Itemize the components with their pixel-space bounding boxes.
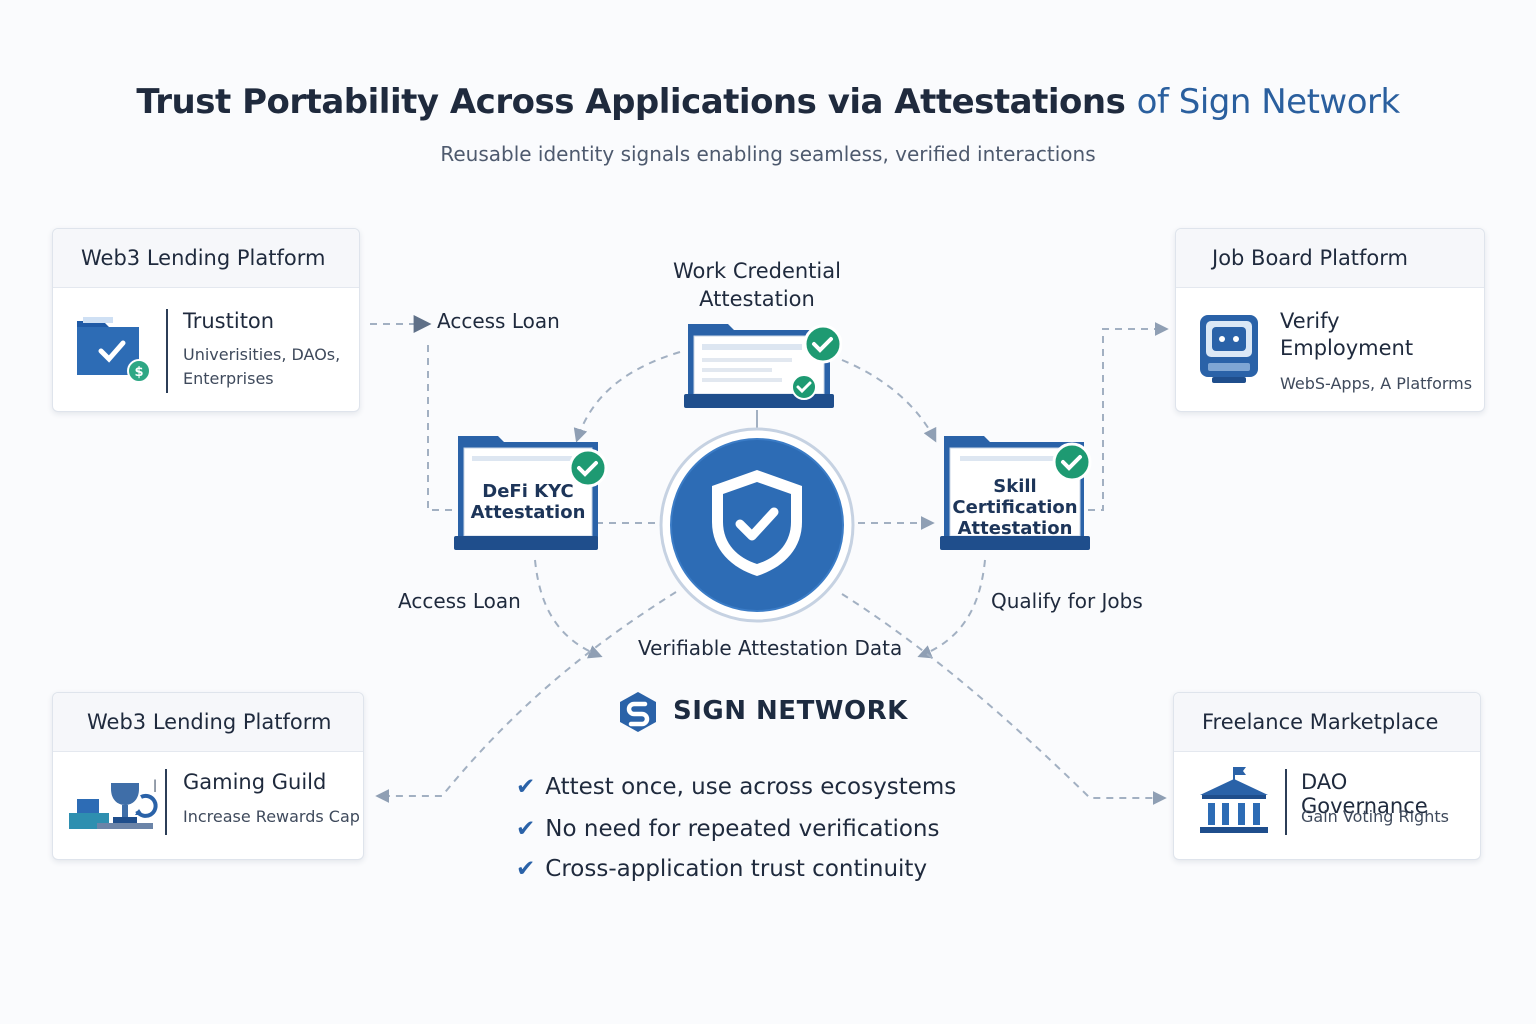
card-subtitle: Gain Voting Rights	[1301, 807, 1449, 826]
folder-check-icon: $	[75, 313, 151, 383]
card-title: Gaming Guild	[183, 770, 327, 794]
verifiable-attestation-data-label: Verifiable Attestation Data	[638, 636, 903, 660]
check-icon: ✔	[516, 774, 536, 800]
defi-kyc-label-line2: Attestation	[470, 502, 586, 523]
access-loan-label-top: Access Loan	[437, 309, 560, 333]
benefit-item: ✔ No need for repeated verifications	[516, 816, 940, 842]
work-credential-label: Work Credential Attestation	[640, 257, 874, 313]
skill-label-line2: Certification	[952, 497, 1078, 518]
card-header: Web3 Lending Platform	[53, 229, 359, 288]
check-icon: ✔	[516, 856, 536, 882]
work-credential-document-icon[interactable]	[682, 320, 843, 412]
card-title-line2: Employment	[1280, 336, 1414, 360]
card-subtitle-line2: Enterprises	[183, 369, 274, 388]
defi-kyc-document-icon[interactable]	[454, 434, 610, 554]
card-freelance-marketplace[interactable]: Freelance Marketplace DAO Governance Gai…	[1173, 692, 1481, 860]
card-subtitle-line1: Univerisities, DAOs,	[183, 345, 341, 364]
card-job-board[interactable]: Job Board Platform Verify Employment Web…	[1175, 228, 1485, 412]
defi-kyc-label-line1: DeFi KYC	[482, 481, 574, 502]
card-header: Web3 Lending Platform	[53, 693, 363, 752]
card-divider	[165, 769, 167, 835]
defi-kyc-label: DeFi KYC Attestation	[466, 481, 590, 523]
card-header: Job Board Platform	[1176, 229, 1484, 288]
card-web3-lending-bottom[interactable]: Web3 Lending Platform | Gaming Guild Inc…	[52, 692, 364, 860]
skill-certification-document-icon[interactable]	[938, 434, 1094, 554]
svg-text:$: $	[134, 365, 143, 380]
qualify-for-jobs-label: Qualify for Jobs	[991, 589, 1143, 613]
card-title-line1: Verify	[1280, 309, 1340, 333]
page-subtitle: Reusable identity signals enabling seaml…	[440, 142, 1096, 166]
card-subtitle: Increase Rewards Cap	[183, 807, 360, 826]
title-accent: of Sign Network	[1136, 82, 1401, 122]
benefit-text: Cross-application trust continuity	[545, 856, 928, 882]
sign-network-logo-icon	[618, 690, 658, 734]
access-loan-label-bottom: Access Loan	[398, 589, 521, 613]
benefit-text: , use across ecosystems	[676, 774, 957, 800]
skill-certification-label: Skill Certification Attestation	[948, 476, 1082, 539]
card-header: Freelance Marketplace	[1174, 693, 1480, 752]
work-credential-label-line1: Work Credential	[673, 259, 841, 283]
card-title: DAO Governance	[1301, 770, 1428, 818]
robot-screen-icon	[1198, 313, 1260, 385]
title-main: Trust Portability Across Applications vi…	[136, 82, 1126, 122]
card-title: Trustiton	[183, 309, 275, 333]
page-title: Trust Portability Across Applications vi…	[0, 82, 1536, 122]
check-icon: ✔	[516, 816, 536, 842]
shield-check-icon[interactable]	[658, 426, 856, 624]
benefit-bold: Attest once	[545, 774, 677, 800]
benefit-item: ✔ Cross-application trust continuity	[516, 856, 927, 882]
card-subtitle: WebS-Apps, A Platforms	[1280, 374, 1473, 393]
skill-label-line1: Skill	[993, 476, 1037, 497]
card-divider	[1285, 769, 1287, 835]
benefit-item: ✔ Attest once, use across ecosystems	[516, 774, 956, 800]
benefit-text: No need for repeated verifications	[545, 816, 940, 842]
trophy-icon: |	[67, 775, 159, 833]
work-credential-label-line2: Attestation	[699, 287, 815, 311]
card-divider	[166, 309, 168, 393]
skill-label-line3: Attestation	[957, 518, 1073, 539]
svg-text:|: |	[153, 778, 157, 792]
sign-network-brand: SIGN NETWORK	[673, 696, 908, 726]
card-web3-lending-top[interactable]: Web3 Lending Platform $ Trustiton Univer…	[52, 228, 360, 412]
bank-icon	[1196, 765, 1272, 837]
